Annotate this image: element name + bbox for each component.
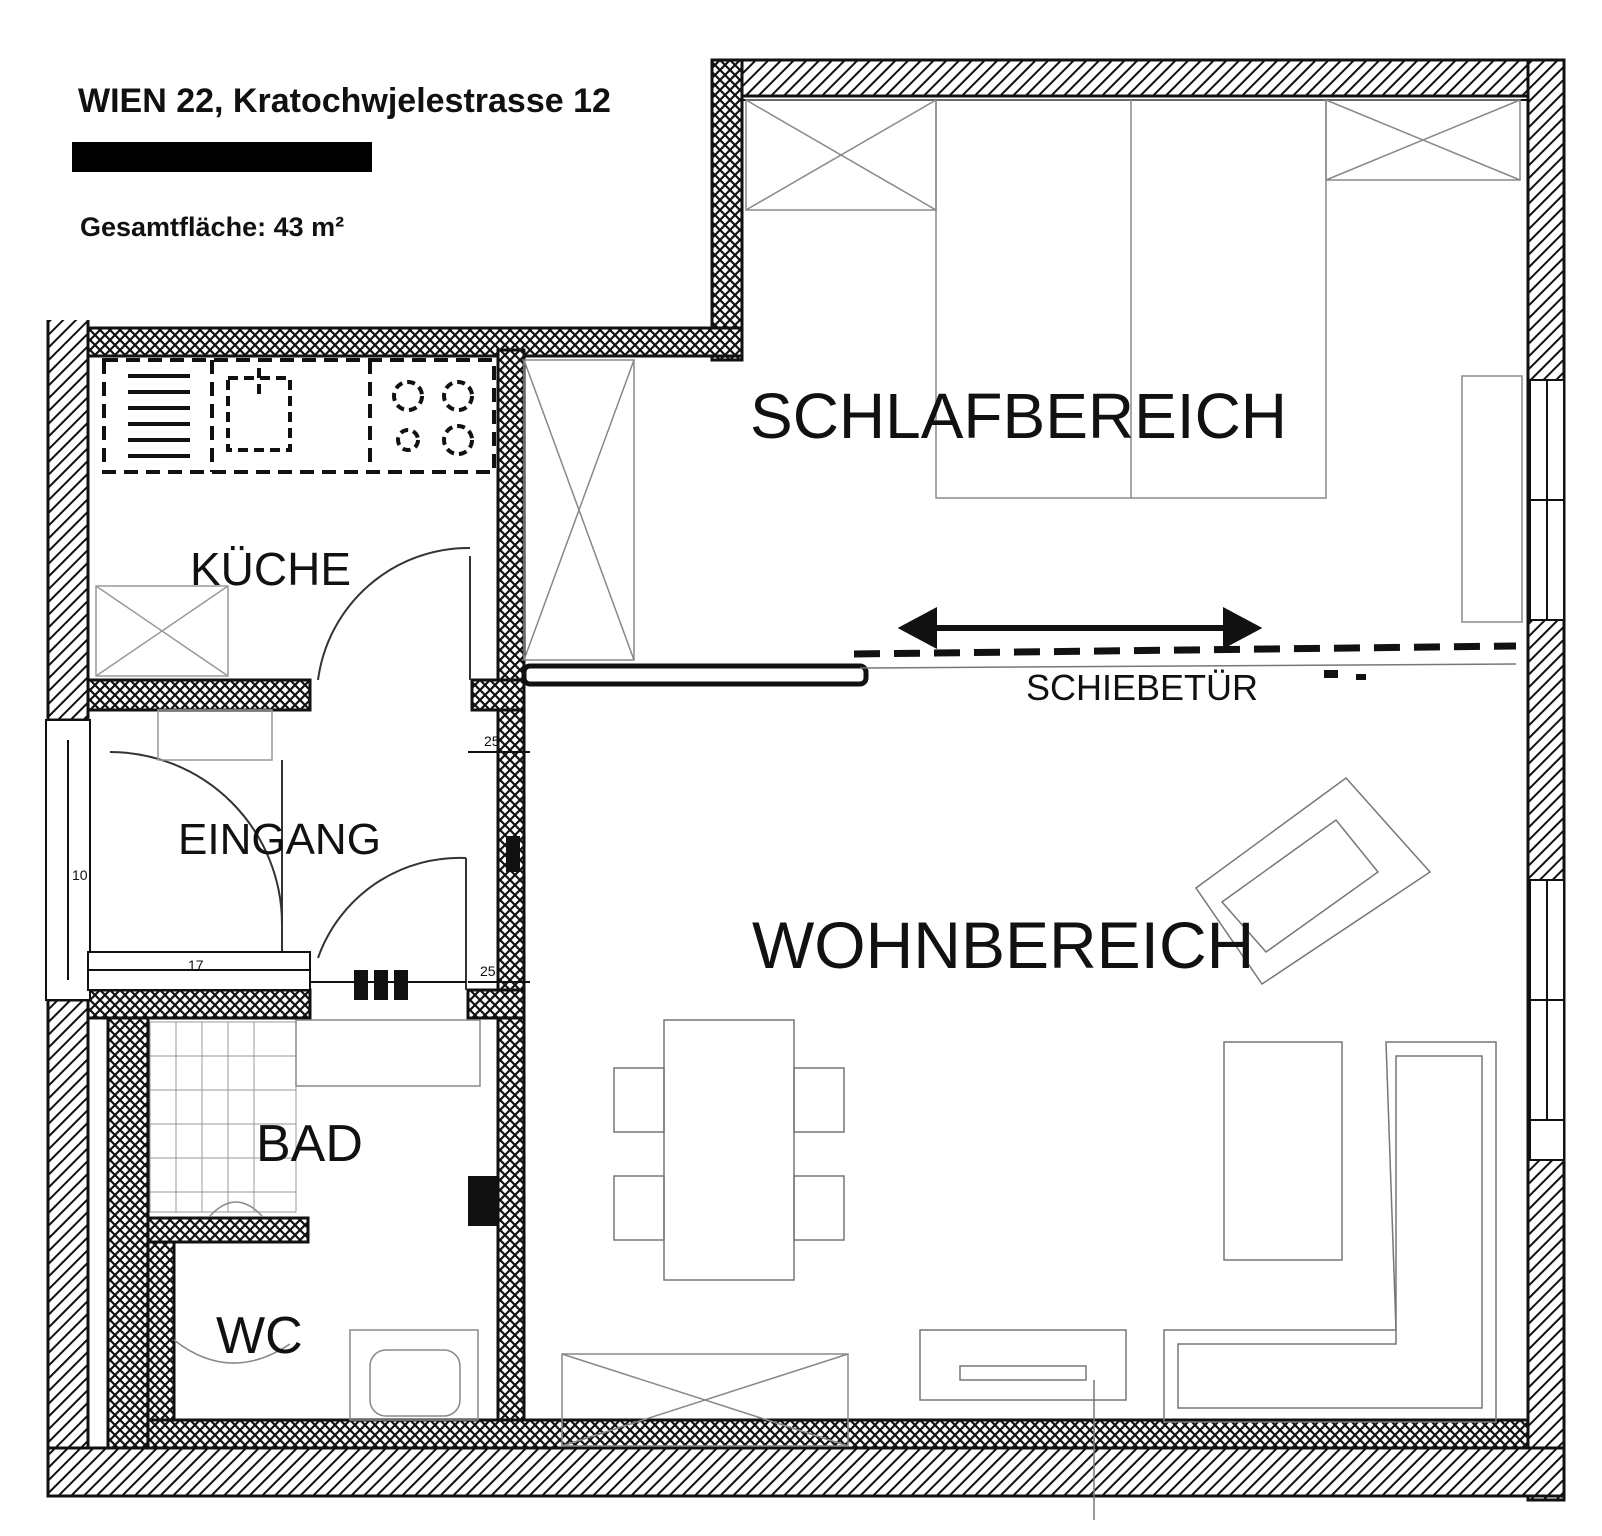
dim-label-1: 25 — [484, 733, 500, 749]
redaction-bar — [72, 142, 372, 172]
room-label-bad: BAD — [256, 1115, 363, 1173]
bathroom-door — [317, 856, 467, 990]
kitchen-cabinet — [95, 585, 229, 677]
toilet-icon — [173, 1329, 479, 1421]
drainboard-icon — [128, 374, 190, 458]
dimension-marks — [310, 751, 530, 983]
room-label-wohnbereich: WOHNBEREICH — [752, 908, 1255, 982]
sofa — [1163, 1041, 1497, 1423]
sliding-arrow-icon — [897, 607, 1263, 649]
shower-tiles — [149, 1021, 297, 1213]
tv-board — [919, 1329, 1127, 1520]
total-area-label: Gesamtfläche: 43 m² — [80, 212, 345, 242]
dim-label-4: 10 — [72, 867, 88, 883]
dim-label-3: 17 — [188, 957, 204, 973]
bad-door — [468, 1176, 498, 1226]
sink-icon — [226, 368, 292, 452]
dining-table — [613, 1019, 845, 1281]
address-label: WIEN 22, Kratochwjelestrasse 12 — [78, 82, 611, 120]
entrance-door — [109, 751, 283, 952]
sliding-door-wall — [521, 642, 1517, 687]
bed — [745, 99, 1523, 623]
stove-icon — [392, 380, 474, 456]
wardrobe — [523, 359, 635, 661]
kitchen-counter — [102, 358, 496, 474]
kitchen-door — [317, 546, 471, 681]
armchair — [1194, 776, 1432, 986]
eingang-bottom-wall — [87, 951, 311, 991]
shaft-icon — [354, 970, 408, 1000]
entrance-opening — [45, 719, 91, 1001]
room-label-kueche: KÜCHE — [190, 543, 352, 595]
room-label-eingang: EINGANG — [178, 815, 381, 864]
info-box: WIEN 22, Kratochwjelestrasse 12 Gesamtfl… — [40, 0, 710, 320]
room-label-schiebetuer: SCHIEBETÜR — [1026, 667, 1259, 708]
room-label-wc: WC — [216, 1307, 303, 1365]
dimension-labels: 25 25 17 10 — [72, 733, 500, 979]
sideboard — [561, 1353, 849, 1447]
dim-label-2: 25 — [480, 963, 496, 979]
sliding-door-marks — [1324, 670, 1366, 680]
closet-entrance — [157, 709, 273, 761]
bathroom-sink — [209, 1019, 481, 1217]
entrance-right-door — [506, 836, 520, 872]
right-windows — [1529, 379, 1565, 1161]
room-label-schlafbereich: SCHLAFBEREICH — [750, 380, 1287, 452]
